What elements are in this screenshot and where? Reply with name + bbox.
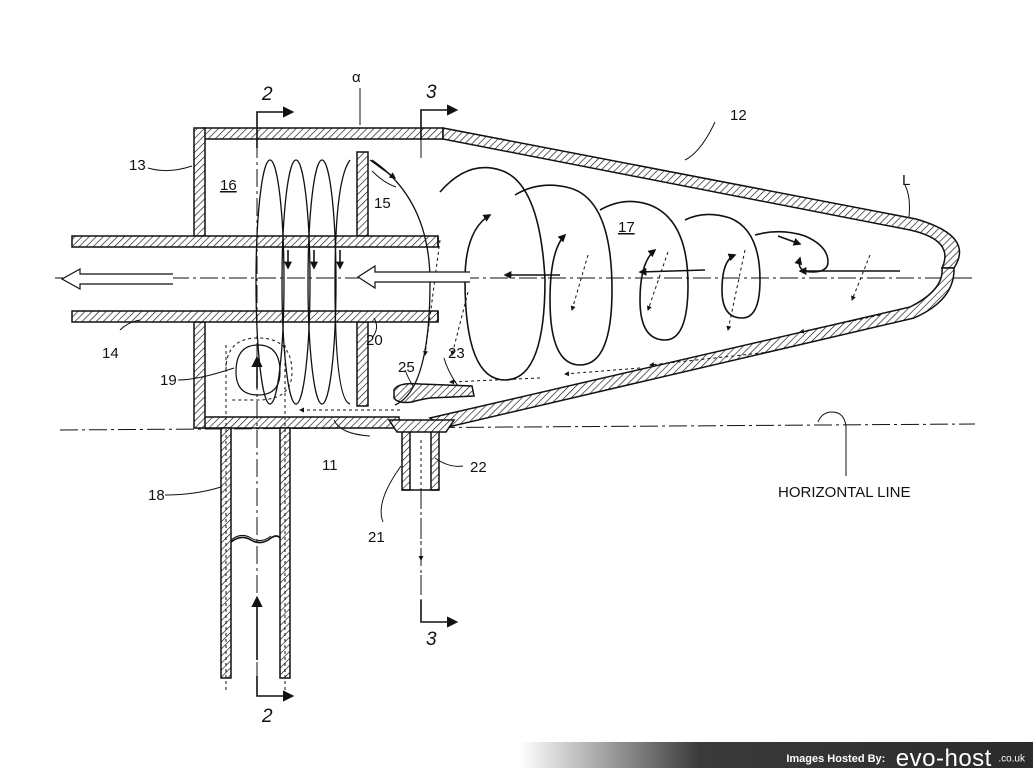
label-21: 21 bbox=[368, 529, 385, 546]
hosting-credit: Images Hosted By: evo-host .co.uk bbox=[786, 745, 1025, 773]
brand-tld: .co.uk bbox=[998, 753, 1025, 765]
horizontal-line-leader bbox=[817, 411, 847, 476]
section-mark-3-top bbox=[420, 104, 459, 140]
horizontal-reference-line bbox=[59, 423, 976, 431]
dust-tube-right-wall bbox=[430, 427, 440, 491]
section-mark-2-top bbox=[256, 106, 295, 148]
flow-arrows-dotted bbox=[299, 239, 881, 582]
swirl-coils-cylinder bbox=[255, 159, 431, 406]
section-mark-3-bottom bbox=[420, 600, 459, 628]
label-19: 19 bbox=[160, 372, 177, 389]
label-L: L bbox=[902, 172, 910, 189]
cone-lower-wall bbox=[428, 267, 955, 429]
dust-tube-left-wall bbox=[401, 427, 411, 491]
label-15: 15 bbox=[374, 195, 391, 212]
label-13: 13 bbox=[129, 157, 146, 174]
swirl-loops-cone bbox=[439, 166, 829, 381]
label-11: 11 bbox=[322, 457, 338, 474]
section-mark-2-bottom bbox=[256, 676, 295, 702]
horizontal-line-label: HORIZONTAL LINE bbox=[778, 484, 911, 501]
outlet-flow-arrow bbox=[60, 264, 470, 291]
end-wall-upper bbox=[193, 127, 206, 237]
inlet-pipe-break-line bbox=[230, 535, 281, 544]
label-16: 16 bbox=[220, 177, 237, 194]
end-wall-lower bbox=[193, 321, 206, 429]
label-alpha: α bbox=[352, 69, 361, 86]
guide-plate-23 bbox=[393, 382, 475, 404]
partition-plate-upper bbox=[356, 151, 369, 237]
outlet-pipe-top-wall bbox=[71, 235, 439, 248]
label-23: 23 bbox=[448, 345, 465, 362]
hosting-banner bbox=[520, 742, 1033, 768]
label-20: 20 bbox=[366, 332, 383, 349]
label-25: 25 bbox=[398, 359, 415, 376]
section-label-3-bottom: 3 bbox=[426, 629, 437, 650]
section-label-2-top: 2 bbox=[261, 84, 273, 105]
cone-upper-wall bbox=[442, 127, 961, 269]
casing-bottom-wall bbox=[202, 416, 400, 429]
section-label-3-top: 3 bbox=[426, 82, 437, 103]
label-12: 12 bbox=[730, 107, 747, 124]
hosted-by-text: Images Hosted By: bbox=[786, 753, 886, 765]
casing-top-wall bbox=[202, 127, 444, 140]
label-22: 22 bbox=[470, 459, 487, 476]
label-18: 18 bbox=[148, 487, 165, 504]
swirl-inlet-19 bbox=[225, 337, 293, 401]
label-17: 17 bbox=[618, 219, 635, 236]
label-14: 14 bbox=[102, 345, 119, 362]
section-label-2-bottom: 2 bbox=[261, 706, 273, 727]
outlet-pipe-bottom-wall bbox=[71, 310, 439, 323]
